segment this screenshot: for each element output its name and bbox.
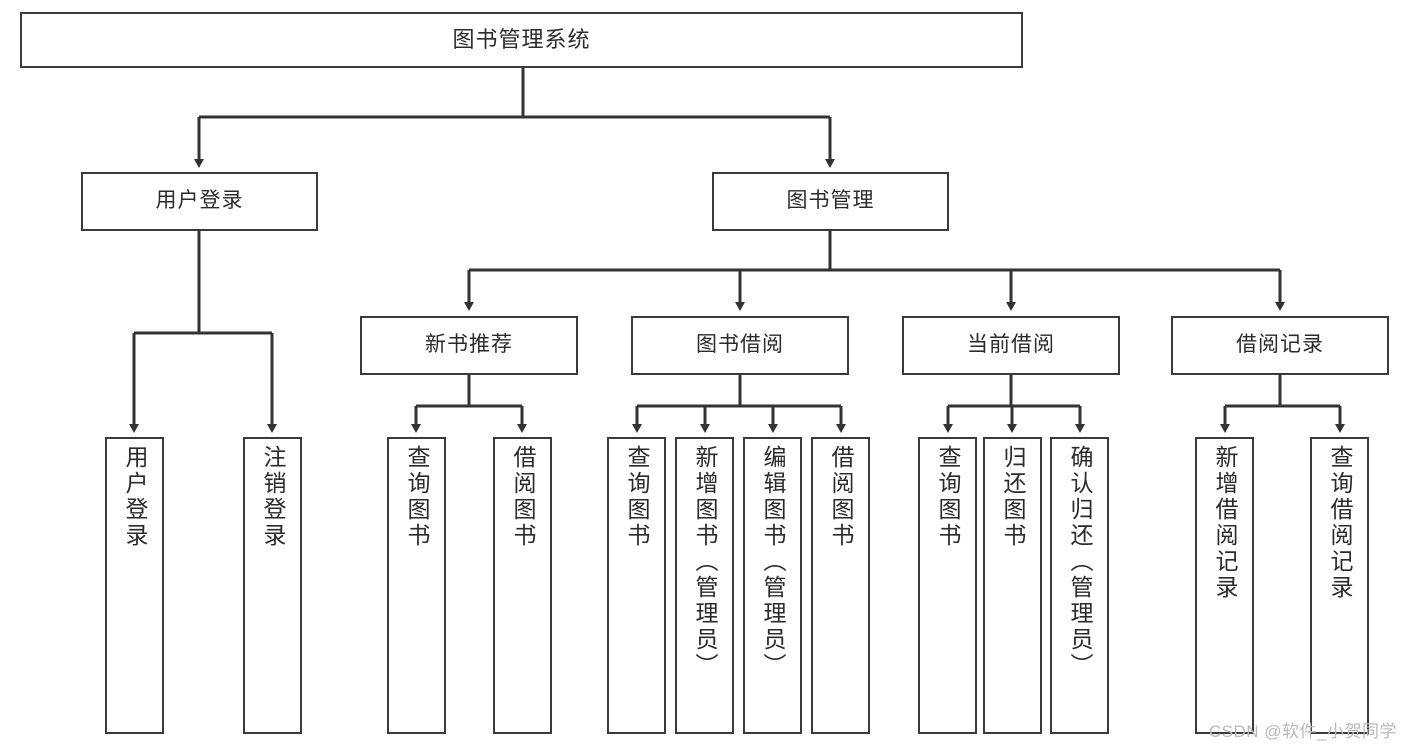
node-label: 归还图书 [1000, 445, 1026, 549]
leaf-borrow-edit-book-admin[interactable]: 编辑图书（管理员） [743, 437, 802, 734]
node-label: 查询图书 [404, 445, 430, 549]
node-user-login[interactable]: 用户登录 [81, 172, 318, 231]
node-label: 借阅图书 [828, 445, 854, 549]
leaf-borrow-query-book[interactable]: 查询图书 [607, 437, 666, 734]
node-new-book-recommend[interactable]: 新书推荐 [360, 316, 578, 375]
node-label: 新书推荐 [425, 333, 513, 357]
leaf-borrow-add-book-admin[interactable]: 新增图书（管理员） [675, 437, 734, 734]
node-label: 确认归还（管理员） [1067, 445, 1093, 679]
node-book-borrow[interactable]: 图书借阅 [631, 316, 849, 375]
watermark: CSDN @软件_小贺同学 [1208, 722, 1397, 741]
leaf-records-query-record[interactable]: 查询借阅记录 [1310, 437, 1369, 734]
leaf-borrow-borrow-book[interactable]: 借阅图书 [811, 437, 870, 734]
node-label: 用户登录 [155, 189, 244, 213]
node-label: 借阅图书 [510, 445, 536, 549]
node-label: 当前借阅 [967, 333, 1055, 357]
leaf-user-login-signout[interactable]: 注销登录 [243, 437, 302, 734]
node-label: 图书管理 [786, 189, 875, 213]
node-label: 借阅记录 [1236, 333, 1324, 357]
node-label: 新增图书（管理员） [692, 445, 718, 679]
node-label: 编辑图书（管理员） [760, 445, 786, 679]
node-label: 查询借阅记录 [1327, 445, 1353, 601]
node-label: 查询图书 [935, 445, 961, 549]
leaf-new-book-borrow[interactable]: 借阅图书 [493, 437, 552, 734]
node-borrow-records[interactable]: 借阅记录 [1171, 316, 1389, 375]
leaf-current-confirm-return-admin[interactable]: 确认归还（管理员） [1050, 437, 1109, 734]
node-root-system[interactable]: 图书管理系统 [20, 12, 1023, 68]
leaf-new-book-query[interactable]: 查询图书 [387, 437, 446, 734]
leaf-user-login-signin[interactable]: 用户登录 [105, 437, 164, 734]
node-current-borrow[interactable]: 当前借阅 [902, 316, 1120, 375]
leaf-records-add-record[interactable]: 新增借阅记录 [1195, 437, 1254, 734]
node-label: 新增借阅记录 [1212, 445, 1238, 601]
node-label: 用户登录 [122, 445, 148, 549]
node-label: 图书借阅 [696, 333, 784, 357]
node-book-management[interactable]: 图书管理 [712, 172, 949, 231]
leaf-current-return-book[interactable]: 归还图书 [983, 437, 1042, 734]
node-label: 图书管理系统 [452, 27, 591, 53]
leaf-current-query-book[interactable]: 查询图书 [918, 437, 977, 734]
node-label: 注销登录 [260, 445, 286, 549]
node-label: 查询图书 [624, 445, 650, 549]
